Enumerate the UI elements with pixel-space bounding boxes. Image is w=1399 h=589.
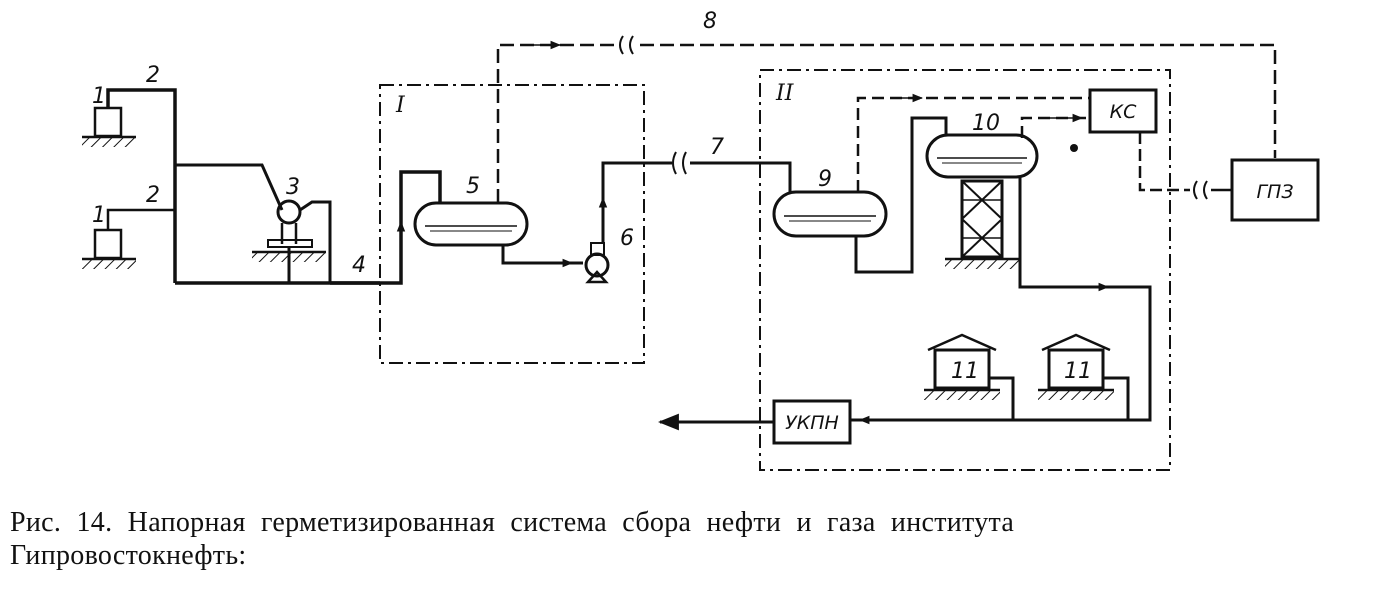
label-tank-1: 11 (951, 359, 979, 384)
oil-line-to-ukpn (850, 177, 1152, 422)
flowline-bottom (106, 208, 175, 230)
label-metering: 3 (286, 175, 300, 200)
sep9-gas-line (856, 96, 1092, 192)
ks-to-gpz-line (1138, 132, 1190, 192)
block-1-frame (379, 84, 645, 364)
collector-line (330, 170, 442, 285)
ukpn-label: УКПН (785, 412, 839, 434)
tank-2-outlet (1103, 376, 1130, 420)
metering-unit-icon (175, 163, 380, 285)
tank-2-icon (1038, 333, 1114, 400)
label-block-2: II (775, 81, 795, 106)
well-bottom-icon (82, 228, 136, 269)
label-well-bottom: 1 (92, 203, 106, 228)
label-collector: 4 (352, 253, 366, 278)
label-separator: 5 (466, 174, 480, 199)
pipeline-7 (601, 161, 672, 243)
label-flowline-bottom: 2 (146, 183, 160, 208)
ukpn-box: УКПН (772, 399, 852, 445)
label-separator-3: 10 (972, 111, 1000, 136)
sep10-gas-line (1020, 116, 1088, 138)
separator-5-icon (413, 201, 529, 247)
gas-line-8 (496, 43, 615, 203)
label-pump: 6 (620, 226, 634, 251)
caption-line-1: Рис. 14. Напорная герметизированная сист… (10, 507, 1015, 538)
ks-gpz-insulating-joint (1193, 180, 1208, 200)
tank-1-icon (924, 333, 1000, 400)
label-gas-line: 8 (703, 9, 717, 34)
label-tank-2: 11 (1064, 359, 1092, 384)
caption-line-2: Гипровостокнефть: (10, 540, 247, 571)
gpz-box: ГПЗ (1230, 158, 1320, 222)
well-top-icon (82, 106, 136, 147)
speck (1070, 144, 1078, 152)
label-separator-2: 9 (818, 167, 832, 192)
ks-label: КС (1110, 101, 1137, 123)
separator-9-icon (772, 190, 888, 238)
label-well-top: 1 (92, 84, 106, 109)
gas-line-8-continuation (640, 43, 1277, 158)
gpz-label: ГПЗ (1256, 181, 1293, 203)
gas-line-insulating-joint (619, 35, 634, 55)
label-flowline-top: 2 (146, 63, 160, 88)
flowline-top (106, 88, 177, 283)
separator-10-icon (925, 133, 1039, 179)
label-block-1: I (395, 93, 406, 118)
separator-10-support-tower (945, 179, 1020, 269)
ks-box: КС (1088, 88, 1158, 134)
pipeline-insulating-joint (672, 151, 687, 175)
process-flow-diagram: КС ГПЗ УКПН 1 1 2 2 3 4 5 6 7 8 9 10 11 … (82, 9, 1320, 471)
label-pipeline: 7 (710, 135, 724, 160)
separator-to-pump-line (501, 245, 583, 265)
pump-icon (584, 242, 610, 284)
sep9-to-sep10-line (854, 116, 948, 274)
pipeline-7-continuation (690, 161, 792, 192)
tank-1-outlet (989, 376, 1015, 420)
figure-caption: Рис. 14. Напорная герметизированная сист… (10, 506, 1395, 572)
